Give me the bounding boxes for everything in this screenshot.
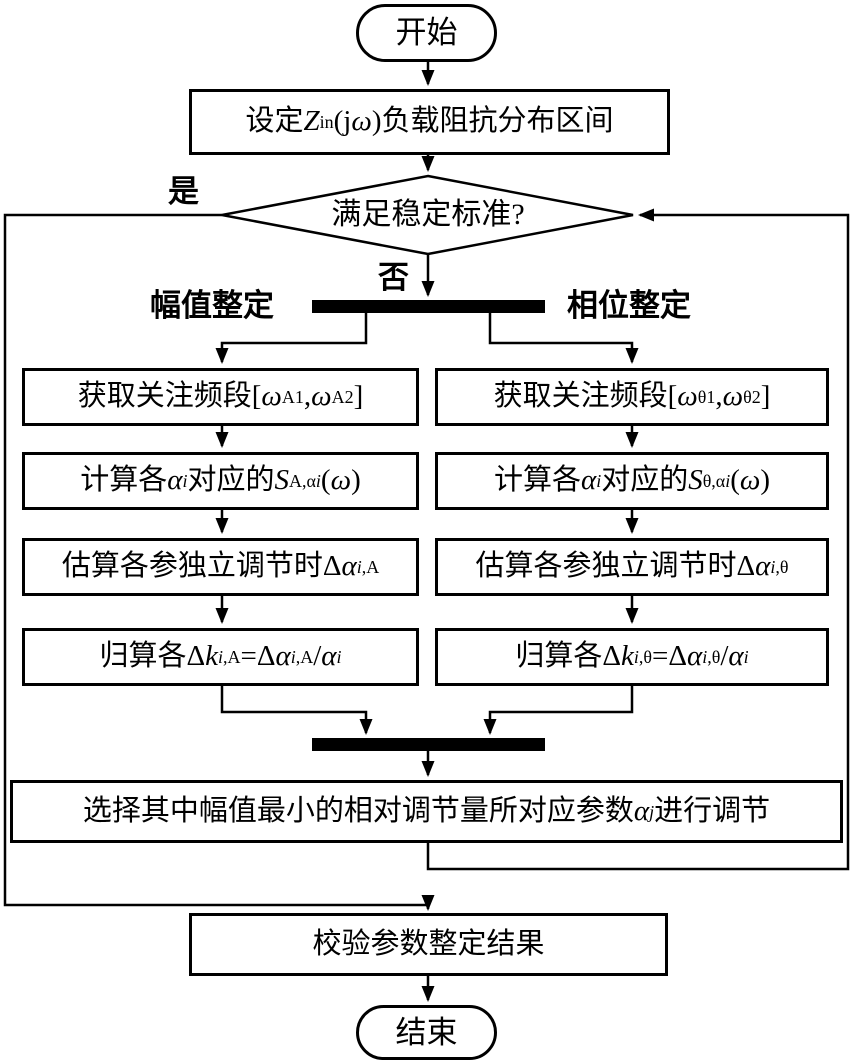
decision-diamond-shape: [221, 174, 634, 256]
start-terminator: 开始: [356, 4, 497, 62]
connector-amp4-to-joinbar: [220, 686, 373, 735]
connector-fork-to-amp1: [215, 313, 368, 364]
verify-result-process: 校验参数整定结果: [189, 913, 668, 976]
connector-phase4-to-joinbar: [483, 686, 634, 735]
no-branch-label: 否: [378, 260, 409, 295]
stability-decision-text: 满足稳定标准?: [331, 198, 525, 231]
connector-yes-to-verify: [3, 213, 435, 911]
amplitude-branch-label: 幅值整定: [150, 288, 274, 323]
fork-bar: [312, 300, 545, 313]
end-terminator: 结束: [356, 1005, 497, 1060]
yes-branch-label: 是: [168, 174, 199, 209]
connector-fork-to-phase1: [488, 313, 639, 364]
connector-feedback-loop: [426, 208, 850, 871]
phase-branch-label: 相位整定: [567, 288, 691, 323]
join-bar: [312, 738, 545, 751]
